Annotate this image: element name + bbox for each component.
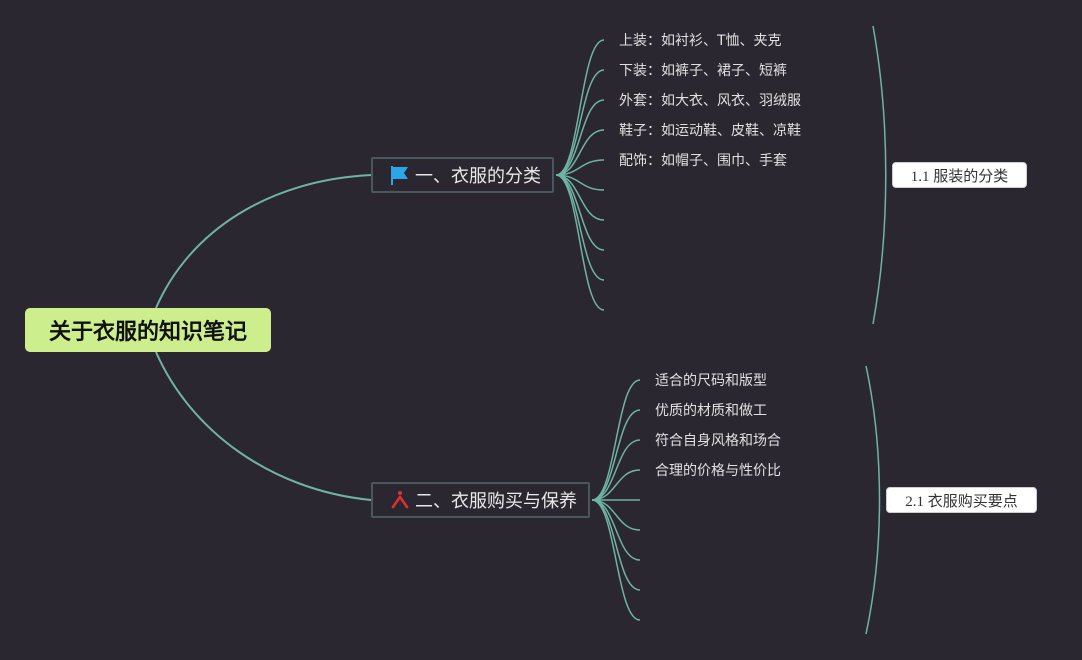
summary-topic-purchase[interactable]: 2.1 衣服购买要点: [886, 487, 1037, 513]
warning-icon: [389, 489, 411, 511]
summary-bracket-2: [865, 365, 881, 635]
summary-label: 1.1 服装的分类: [910, 168, 1009, 185]
branch-topic-label: 一、衣服的分类: [415, 166, 541, 187]
link-root-branch2: [155, 351, 372, 501]
branch-topic-classification[interactable]: 一、衣服的分类: [371, 157, 554, 193]
branch-topic-purchase-care[interactable]: 二、衣服购买与保养: [371, 482, 590, 518]
flag-icon: [389, 164, 411, 186]
link-root-branch1: [155, 174, 372, 309]
summary-bracket-1: [872, 25, 887, 325]
leaf-topic[interactable]: 符合自身风格和场合: [655, 433, 781, 449]
branch-topic-label: 二、衣服购买与保养: [415, 491, 577, 512]
leaf-topic[interactable]: 合理的价格与性价比: [655, 463, 781, 479]
root-topic[interactable]: 关于衣服的知识笔记: [25, 308, 271, 352]
leaf-topic[interactable]: 鞋子：如运动鞋、皮鞋、凉鞋: [619, 123, 801, 139]
root-topic-label: 关于衣服的知识笔记: [48, 320, 247, 345]
leaf-topic[interactable]: 优质的材质和做工: [655, 403, 767, 419]
branch1-children-links: [555, 39, 605, 311]
leaf-topic[interactable]: 下装：如裤子、裙子、短裤: [619, 63, 787, 79]
leaf-topic[interactable]: 外套：如大衣、风衣、羽绒服: [619, 93, 801, 109]
leaf-topic[interactable]: 上装：如衬衫、T恤、夹克: [619, 33, 782, 49]
leaf-topic[interactable]: 配饰：如帽子、围巾、手套: [619, 153, 787, 169]
leaf-topic[interactable]: 适合的尺码和版型: [655, 373, 767, 389]
branch2-children-links: [591, 379, 641, 621]
summary-topic-classification[interactable]: 1.1 服装的分类: [892, 162, 1027, 188]
summary-label: 2.1 衣服购买要点: [905, 493, 1018, 510]
